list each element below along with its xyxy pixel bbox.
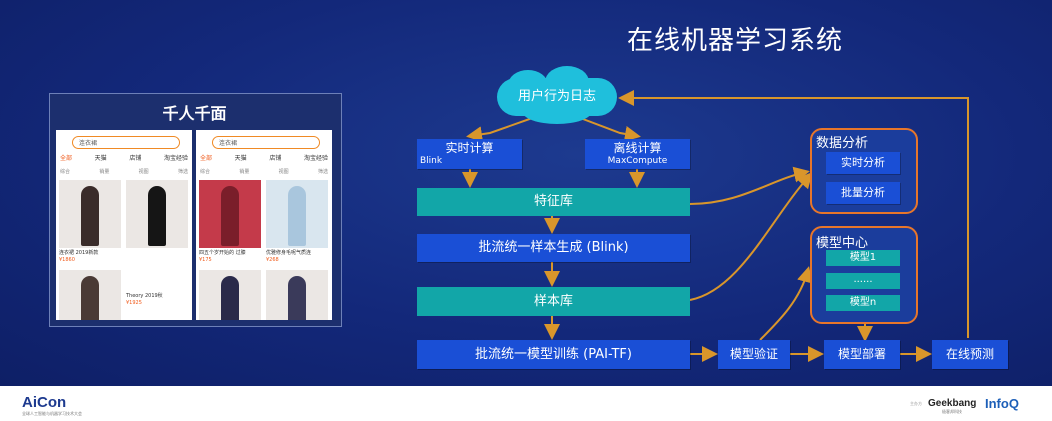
product-image: [59, 270, 121, 320]
category-tabs: 全部 天猫 店铺 淘宝经验: [200, 153, 328, 163]
product-caption: 四五个岁开始的 过膝¥175: [199, 250, 246, 263]
arrow-feature-to-analysis: [689, 166, 810, 205]
offline-sub: MaxCompute: [607, 156, 668, 166]
tab-tmall: 天猫: [94, 155, 107, 162]
product-image: [199, 270, 261, 320]
geekbang-logo: Geekbang: [928, 398, 977, 409]
tab-shop: 店铺: [269, 155, 282, 162]
filter-item: 销量: [239, 169, 250, 175]
model-training-box: 批流统一模型训练 (PAI-TF): [417, 340, 690, 369]
filter-row: 综合 销量 视图 筛选: [200, 168, 328, 175]
aicon-subtitle: 全球人工智能与机器学习技术大会: [22, 411, 82, 416]
arrow-prediction-to-log: [618, 90, 969, 338]
model-ellipsis-box: ......: [826, 273, 900, 289]
sample-store-box: 样本库: [417, 287, 690, 316]
batch-analysis-box: 批量分析: [826, 182, 900, 204]
product-image: [59, 180, 121, 248]
product-caption: Theory 2019秋¥1925: [126, 293, 163, 306]
product-image: [266, 180, 328, 248]
filter-item: 综合: [200, 169, 211, 175]
tab-all: 全部: [60, 155, 73, 162]
filter-item: 筛选: [177, 169, 188, 175]
filter-row: 综合 销量 视图 筛选: [60, 168, 188, 175]
product-caption: 优雅修身毛呢气质连¥268: [266, 250, 312, 263]
page-title: 在线机器学习系统: [626, 26, 843, 56]
model-deployment-box: 模型部署: [824, 340, 900, 369]
model-validation-box: 模型验证: [718, 340, 790, 369]
search-bar: 连衣裙: [72, 136, 180, 149]
product-image: [126, 180, 188, 248]
product-image: [266, 270, 328, 320]
log-node: 用户行为日志: [497, 78, 617, 116]
arrow-log-to-realtime: [466, 115, 539, 143]
organizer-label: 主办方: [910, 401, 922, 406]
filter-item: 销量: [99, 169, 110, 175]
realtime-compute-box: 实时计算 Blink: [417, 139, 522, 169]
arrow-sample-to-analysis: [689, 172, 813, 301]
search-text: 连衣裙: [219, 140, 238, 147]
footer-bar: [0, 386, 1052, 421]
filter-item: 筛选: [317, 169, 328, 175]
geekbang-subtitle: 极客邦科技: [942, 409, 962, 414]
aicon-logo: AiCon: [22, 394, 67, 411]
infoq-logo: InfoQ: [985, 396, 1019, 411]
tab-all: 全部: [200, 155, 213, 162]
online-prediction-box: 在线预测: [932, 340, 1008, 369]
feature-store-box: 特征库: [417, 188, 690, 216]
search-text: 连衣裙: [79, 140, 98, 147]
flow-arrows: [462, 90, 969, 362]
tab-shop: 店铺: [129, 155, 142, 162]
left-panel-title: 千人千面: [162, 104, 227, 123]
model-center-title: 模型中心: [816, 236, 869, 251]
search-bar: 连衣裙: [212, 136, 320, 149]
filter-item: 视图: [138, 169, 149, 175]
tab-tmall: 天猫: [234, 155, 247, 162]
filter-item: 综合: [60, 169, 71, 175]
product-caption: 连衣裙 2019新款¥1860: [59, 250, 99, 263]
sample-generation-box: 批流统一样本生成 (Blink): [417, 234, 690, 262]
arrow-validation-to-modelcenter: [759, 266, 813, 341]
phone-screen-2: 连衣裙 全部 天猫 店铺 淘宝经验 综合 销量 视图 筛选 四五个岁开始的 过膝…: [196, 130, 332, 320]
arrow-log-to-offline: [574, 115, 641, 142]
model-n-box: 模型n: [826, 295, 900, 311]
category-tabs: 全部 天猫 店铺 淘宝经验: [60, 153, 188, 163]
model-1-box: 模型1: [826, 250, 900, 266]
offline-compute-box: 离线计算 MaxCompute: [585, 139, 690, 169]
filter-item: 视图: [278, 169, 289, 175]
offline-label: 离线计算: [613, 141, 662, 155]
realtime-label: 实时计算: [445, 141, 494, 155]
phone-screen-1: 连衣裙 全部 天猫 店铺 淘宝经验 综合 销量 视图 筛选 连衣裙 2019新款…: [56, 130, 192, 320]
realtime-sub: Blink: [420, 156, 443, 166]
tab-exp: 淘宝经验: [303, 155, 328, 162]
realtime-analysis-box: 实时分析: [826, 152, 900, 174]
tab-exp: 淘宝经验: [163, 155, 188, 162]
data-analysis-title: 数据分析: [816, 136, 869, 151]
product-image: [199, 180, 261, 248]
